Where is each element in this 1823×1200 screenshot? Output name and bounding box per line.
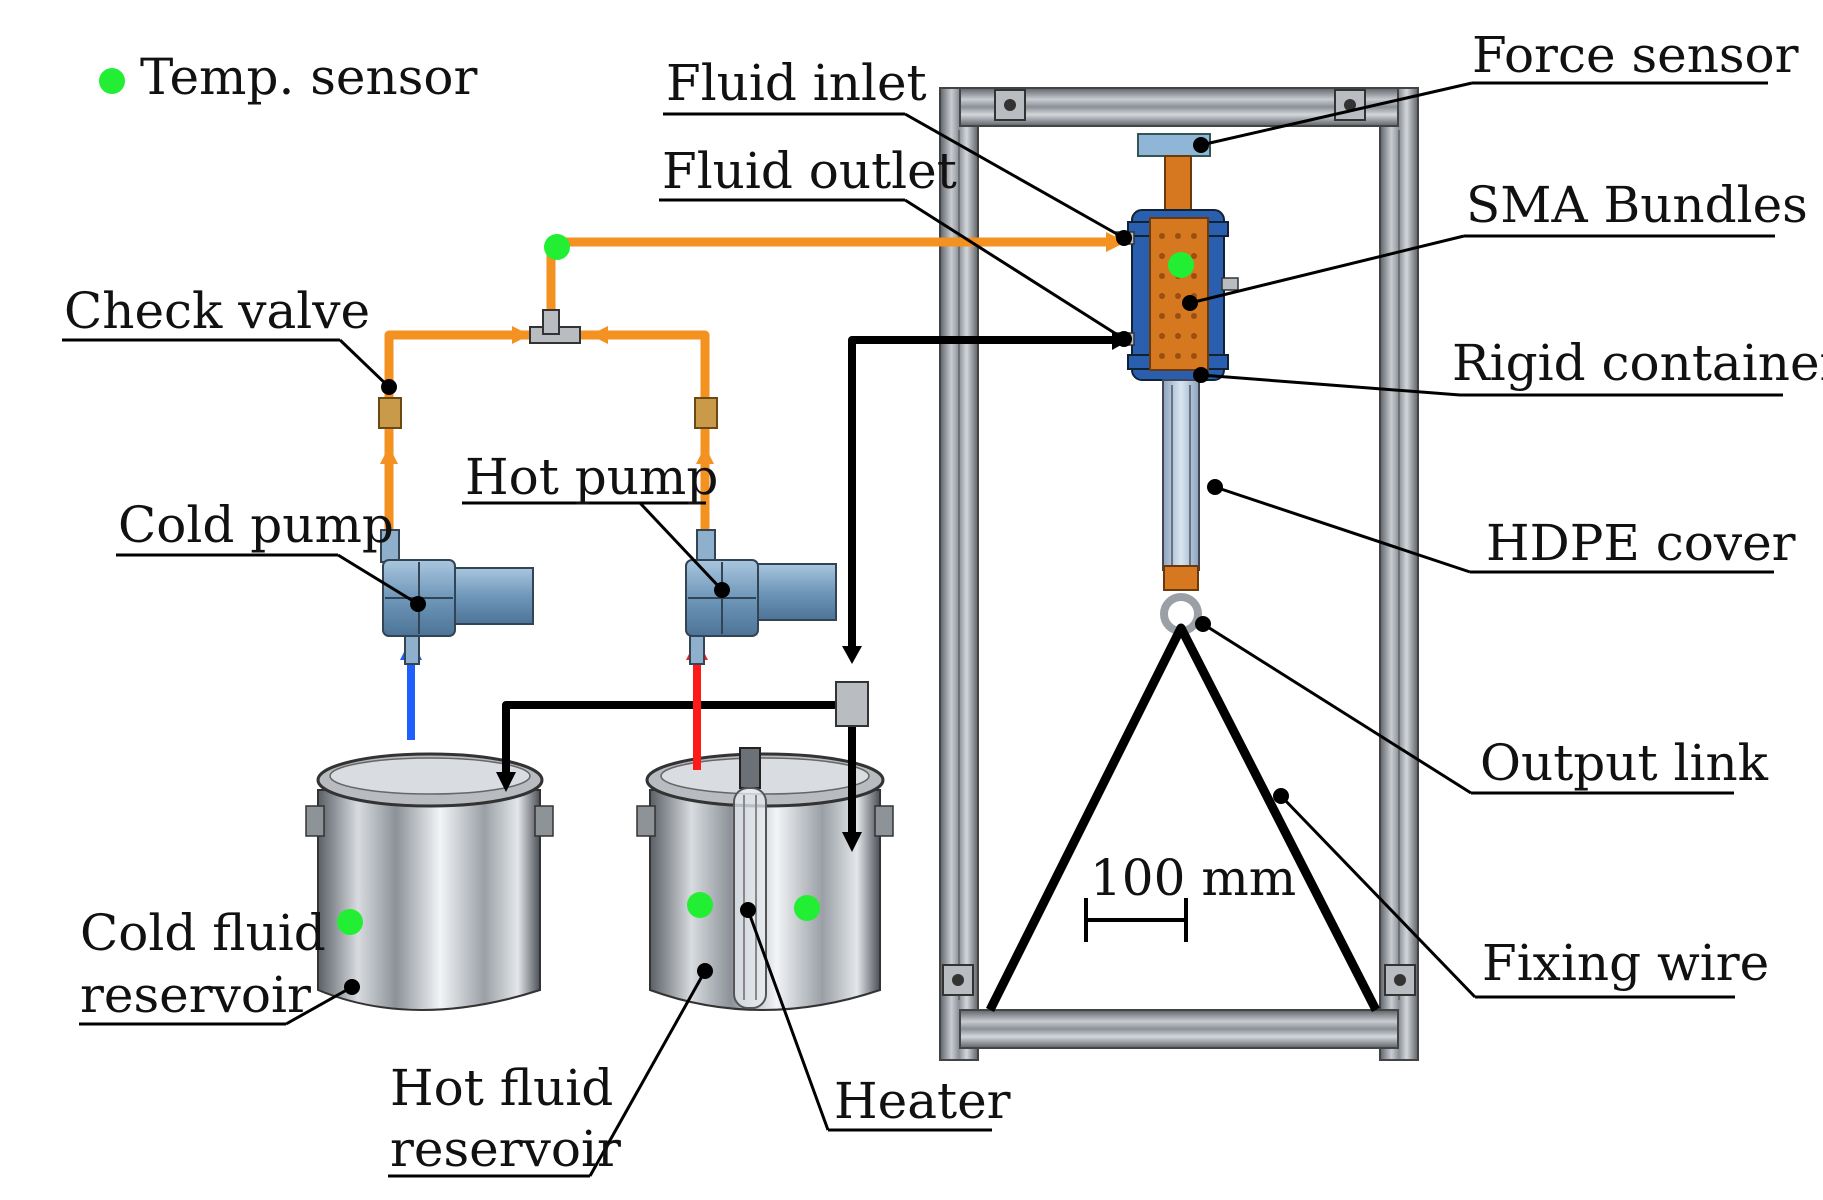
label-fixing-wire: Fixing wire — [1482, 934, 1769, 992]
label-rigid-container: Rigid container — [1452, 334, 1823, 392]
sensor-hot-reservoir-b — [794, 895, 820, 921]
label-sma-bundles: SMA Bundles — [1466, 176, 1808, 234]
sensor-actuator — [1168, 252, 1194, 278]
label-hot-reservoir-1: Hot fluid — [390, 1059, 613, 1117]
label-fluid-inlet: Fluid inlet — [666, 54, 927, 112]
legend-label: Temp. sensor — [140, 48, 477, 106]
text-labels: Temp. sensor Force sensor Fluid inlet Fl… — [64, 26, 1823, 1178]
return-loop — [496, 330, 1130, 852]
heater — [733, 747, 767, 1009]
label-scale: 100 mm — [1090, 849, 1296, 907]
scale-bar — [1084, 898, 1188, 942]
label-cold-reservoir-1: Cold fluid — [80, 904, 326, 962]
label-check-valve: Check valve — [64, 282, 370, 340]
label-cold-reservoir-2: reservoir — [80, 966, 311, 1024]
hdpe-cover-body — [1162, 379, 1200, 571]
sensor-loop — [544, 234, 570, 260]
t-fitting — [529, 309, 581, 344]
cold-reservoir — [305, 752, 554, 1011]
hot-pump — [685, 529, 837, 665]
label-cold-pump: Cold pump — [118, 496, 394, 554]
legend-sensor-icon — [99, 68, 125, 94]
sensor-hot-reservoir-a — [687, 892, 713, 918]
label-fluid-outlet: Fluid outlet — [662, 142, 957, 200]
label-hdpe-cover: HDPE cover — [1486, 514, 1796, 572]
aluminium-frame — [939, 87, 1419, 1061]
label-hot-reservoir-2: reservoir — [390, 1120, 621, 1178]
leader-lines — [62, 81, 1783, 1178]
label-hot-pump: Hot pump — [465, 448, 718, 506]
label-output-link: Output link — [1480, 734, 1769, 792]
actuator-assembly — [1115, 133, 1239, 635]
temperature-sensors — [99, 68, 1194, 935]
label-heater: Heater — [834, 1072, 1011, 1130]
fixing-wire — [985, 623, 1381, 1013]
check-valves — [378, 397, 718, 429]
sensor-cold-reservoir — [337, 909, 363, 935]
label-force-sensor: Force sensor — [1472, 26, 1799, 84]
